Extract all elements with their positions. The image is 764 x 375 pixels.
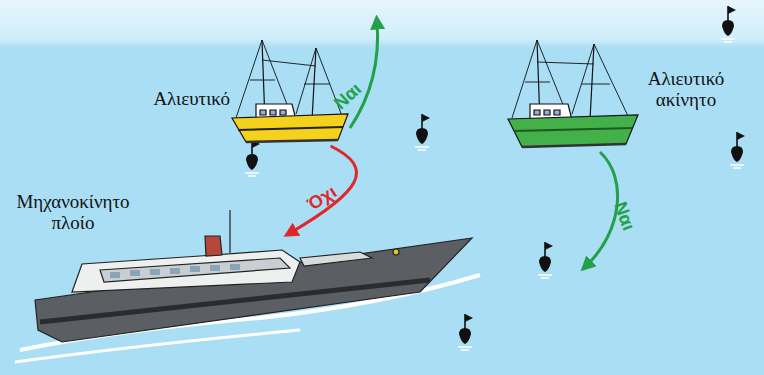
fishing-boat-yellow bbox=[232, 40, 348, 142]
vessel-node: Αλιευτικό bbox=[232, 36, 348, 144]
yes-arrow bbox=[350, 22, 378, 128]
vessel-node: Αλιευτικό ακίνητο bbox=[508, 36, 638, 148]
vessel-label: Αλιευτικό bbox=[153, 88, 230, 109]
vessel-label: Μηχανοκίνητο πλοίο bbox=[7, 191, 139, 233]
sky-band bbox=[0, 0, 764, 48]
vessel-node: Μηχανοκίνητο πλοίο bbox=[35, 233, 475, 345]
no-arrow bbox=[290, 146, 357, 233]
vessel-label: Αλιευτικό ακίνητο bbox=[638, 68, 734, 110]
fishing-boat-green bbox=[508, 40, 638, 147]
